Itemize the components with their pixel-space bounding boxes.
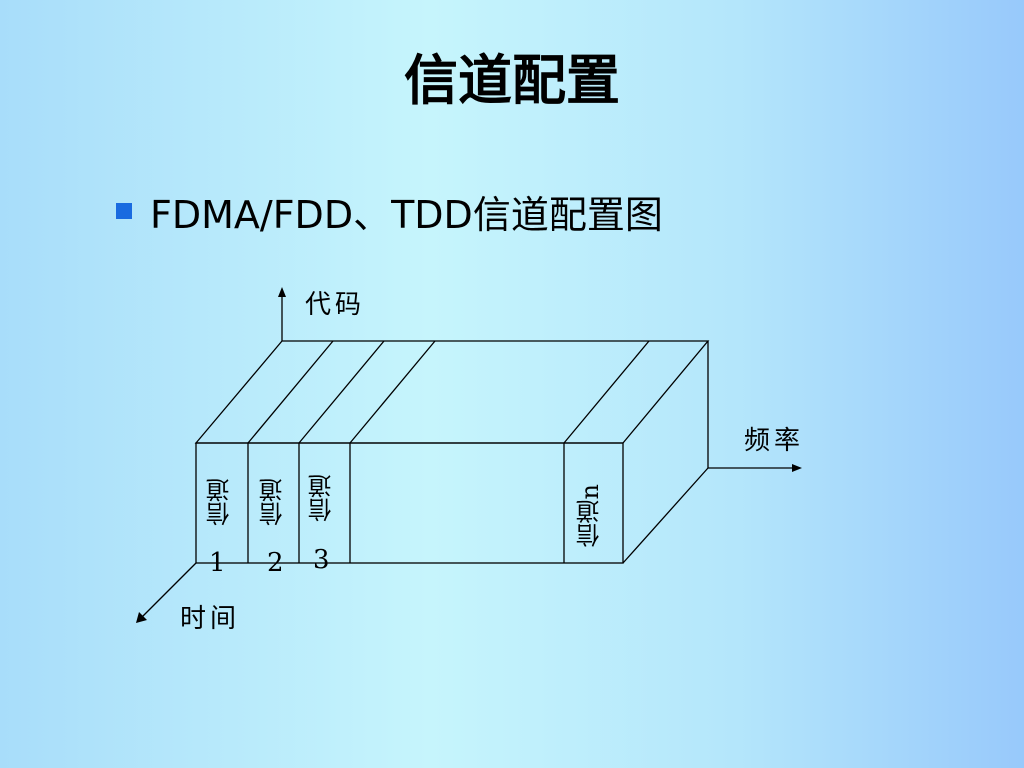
bullet-item: FDMA/FDD、TDD信道配置图	[116, 186, 663, 237]
time-axis	[139, 562, 197, 620]
channel-divider-top	[349, 340, 436, 444]
box-side-edge	[622, 467, 709, 564]
channel-n-label: 信道n	[576, 484, 604, 548]
channel-1-label: 信道	[206, 478, 234, 526]
frequency-axis-arrow-icon	[792, 464, 802, 472]
bullet-text: FDMA/FDD、TDD信道配置图	[150, 192, 663, 237]
channel-3-number: 3	[313, 545, 330, 575]
time-axis-label: 时间	[180, 604, 241, 634]
channel-3-label: 信道	[308, 474, 336, 522]
code-axis-label: 代码	[305, 290, 366, 320]
square-bullet-icon	[116, 203, 132, 219]
channel-divider-top	[298, 340, 385, 444]
channel-divider-top	[563, 340, 650, 444]
box-top-face	[194, 340, 710, 444]
time-axis-arrow-icon	[136, 612, 147, 623]
channel-2-label: 信道	[259, 478, 287, 526]
code-axis-arrow-icon	[278, 287, 286, 297]
channel-divider-top	[247, 340, 334, 444]
frequency-axis-label: 频率	[744, 426, 805, 456]
channel-2-number: 2	[267, 548, 284, 578]
channel-1-number: 1	[209, 548, 226, 578]
slide-title: 信道配置	[404, 48, 620, 112]
